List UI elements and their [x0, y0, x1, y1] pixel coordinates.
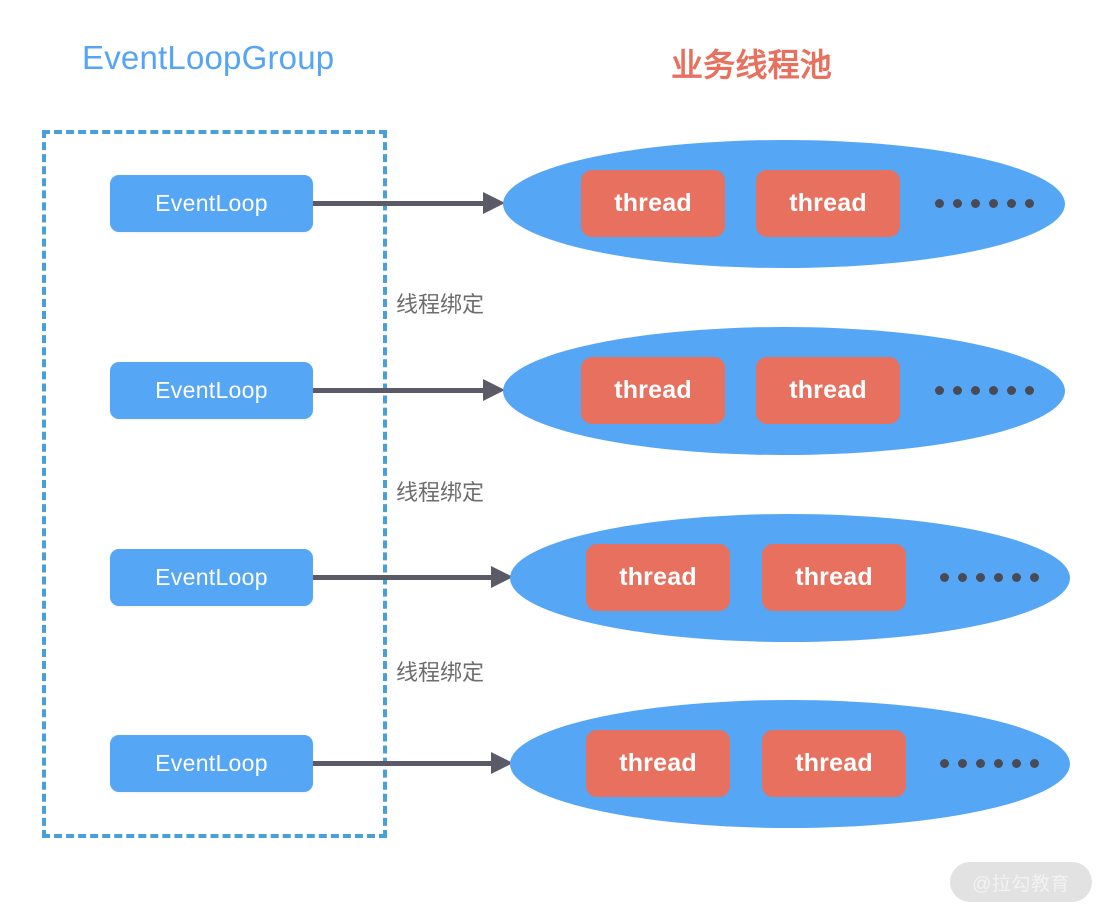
eventloop-label-1: EventLoop: [155, 190, 268, 216]
thread-box-4-1[interactable]: thread: [586, 730, 730, 797]
arrow-head-1: [483, 192, 505, 214]
thread-box-1-1[interactable]: thread: [581, 170, 725, 237]
eventloop-label-4: EventLoop: [155, 750, 268, 776]
thread-label-3-2: thread: [795, 563, 873, 591]
binding-label-1: 线程绑定: [396, 292, 485, 317]
ellipsis-dots-4: [940, 759, 1039, 768]
watermark-badge: @拉勾教育: [950, 862, 1092, 902]
thread-pool-ellipse-2: thread thread: [503, 327, 1065, 455]
thread-box-2-1[interactable]: thread: [581, 357, 725, 424]
dot: [1030, 759, 1039, 768]
dot: [1030, 573, 1039, 582]
binding-label-2: 线程绑定: [396, 480, 485, 505]
dot: [935, 199, 944, 208]
thread-label-1-1: thread: [614, 189, 692, 217]
dot: [953, 199, 962, 208]
thread-pool-ellipse-1: thread thread: [503, 140, 1065, 268]
binding-label-3: 线程绑定: [396, 660, 485, 685]
dot: [971, 199, 980, 208]
eventloop-box-1[interactable]: EventLoop: [110, 175, 313, 232]
dot: [1007, 386, 1016, 395]
thread-label-1-2: thread: [789, 189, 867, 217]
thread-box-2-2[interactable]: thread: [756, 357, 900, 424]
thread-pool-ellipse-3: thread thread: [510, 514, 1070, 642]
ellipsis-dots-1: [935, 199, 1034, 208]
dot: [994, 573, 1003, 582]
eventloop-box-2[interactable]: EventLoop: [110, 362, 313, 419]
dot: [976, 759, 985, 768]
dot: [1012, 573, 1021, 582]
dot: [953, 386, 962, 395]
thread-box-3-1[interactable]: thread: [586, 544, 730, 611]
eventloop-label-2: EventLoop: [155, 377, 268, 403]
thread-label-4-1: thread: [619, 749, 697, 777]
dot: [940, 573, 949, 582]
dot: [1025, 199, 1034, 208]
watermark-text: @拉勾教育: [972, 873, 1070, 895]
thread-box-3-2[interactable]: thread: [762, 544, 906, 611]
eventloop-label-3: EventLoop: [155, 564, 268, 590]
thread-box-4-2[interactable]: thread: [762, 730, 906, 797]
ellipsis-dots-3: [940, 573, 1039, 582]
thread-label-3-1: thread: [619, 563, 697, 591]
thread-box-1-2[interactable]: thread: [756, 170, 900, 237]
thread-label-2-2: thread: [789, 376, 867, 404]
dot: [1012, 759, 1021, 768]
eventloop-box-4[interactable]: EventLoop: [110, 735, 313, 792]
page-title-eventloopgroup: EventLoopGroup: [82, 39, 335, 76]
dot: [989, 386, 998, 395]
eventloop-box-3[interactable]: EventLoop: [110, 549, 313, 606]
dot: [958, 573, 967, 582]
thread-label-2-1: thread: [614, 376, 692, 404]
dot: [1025, 386, 1034, 395]
dot: [994, 759, 1003, 768]
eventloopgroup-dashed-box: [42, 130, 387, 838]
dot: [971, 386, 980, 395]
dot: [1007, 199, 1016, 208]
dot: [935, 386, 944, 395]
dot: [940, 759, 949, 768]
dot: [976, 573, 985, 582]
dot: [989, 199, 998, 208]
page-title-business-thread-pool: 业务线程池: [671, 47, 833, 83]
thread-pool-ellipse-4: thread thread: [510, 700, 1070, 828]
ellipsis-dots-2: [935, 386, 1034, 395]
arrow-head-2: [483, 379, 505, 401]
thread-label-4-2: thread: [795, 749, 873, 777]
dot: [958, 759, 967, 768]
